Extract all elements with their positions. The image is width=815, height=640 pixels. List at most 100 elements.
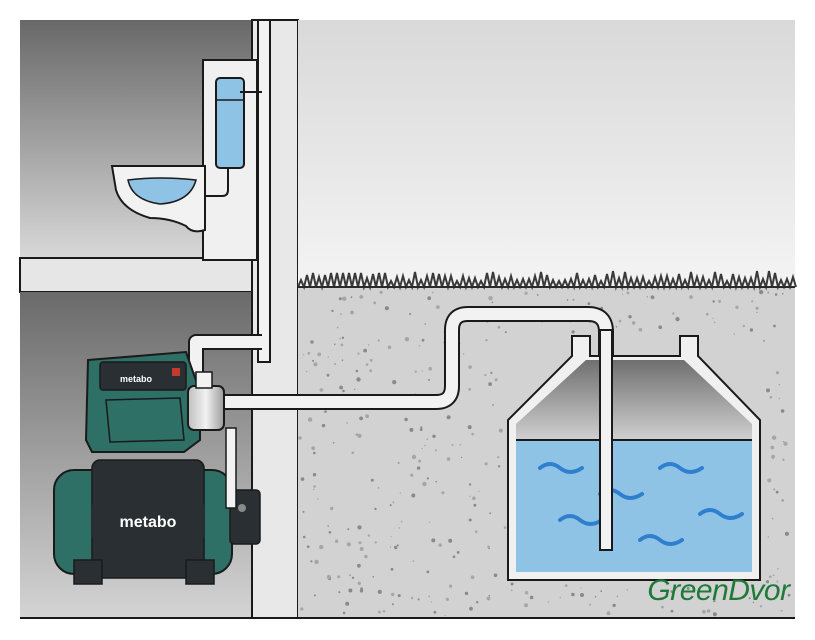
soil-speck [431, 291, 434, 294]
pump-head [187, 385, 225, 431]
soil-speck [422, 481, 427, 487]
soil-speck [774, 293, 778, 296]
soil-speck [759, 605, 763, 608]
soil-speck [334, 539, 339, 543]
soil-speck [484, 374, 487, 377]
soil-speck [369, 358, 373, 362]
soil-speck [426, 570, 430, 574]
greendvor-watermark: GreenDvor [647, 574, 790, 607]
soil-speck [547, 601, 550, 603]
soil-speck [493, 573, 498, 578]
soil-speck [435, 480, 438, 483]
soil-speck [524, 291, 528, 295]
soil-speck [421, 338, 425, 342]
soil-speck [310, 340, 314, 344]
soil-speck [767, 291, 770, 294]
soil-speck [464, 591, 469, 596]
soil-speck [472, 496, 476, 501]
soil-speck [340, 343, 344, 347]
soil-speck [346, 542, 351, 547]
soil-speck [431, 538, 436, 543]
soil-speck [390, 535, 392, 538]
soil-speck [311, 446, 316, 451]
soil-speck [702, 609, 706, 614]
soil-speck [378, 610, 381, 614]
soil-speck [783, 441, 788, 446]
soil-speck [498, 428, 503, 433]
vessel-badge [92, 502, 204, 540]
soil-speck [373, 301, 377, 305]
soil-speck [317, 352, 322, 357]
soil-speck [348, 588, 353, 593]
soil-speck [564, 584, 568, 587]
soil-speck [686, 586, 690, 590]
soil-speck [784, 531, 790, 536]
soil-speck [704, 583, 707, 586]
soil-speck [411, 454, 417, 460]
toilet-water [127, 177, 197, 205]
soil-speck [390, 567, 394, 571]
soil-speck [504, 331, 507, 334]
soil-speck [713, 599, 716, 603]
soil-speck [357, 563, 361, 568]
soil-speck [767, 478, 772, 483]
soil-speck [418, 459, 422, 463]
soil-speck [372, 575, 375, 578]
soil-speck [417, 598, 420, 601]
soil-speck [374, 541, 377, 544]
water-wave [638, 534, 684, 546]
soil-speck [712, 317, 714, 319]
soil-speck [771, 435, 777, 440]
soil-speck [772, 574, 775, 577]
soil-speck [780, 409, 785, 413]
soil-speck [748, 597, 751, 600]
water-wave [538, 462, 584, 474]
soil-speck [474, 530, 478, 533]
soil-speck [307, 351, 311, 355]
tank-air [516, 360, 752, 440]
soil-speck [337, 575, 341, 579]
soil-speck [426, 438, 429, 441]
soil-speck [658, 325, 662, 330]
soil-speck [339, 385, 343, 390]
soil-speck [391, 592, 395, 597]
soil-speck [781, 499, 785, 502]
soil-speck [419, 428, 423, 431]
soil-speck [571, 330, 575, 334]
soil-speck [689, 295, 693, 299]
soil-speck [589, 603, 591, 606]
soil-speck [396, 544, 399, 547]
soil-speck [370, 478, 374, 482]
soil-speck [452, 555, 456, 558]
soil-speck [497, 325, 501, 329]
soil-speck [363, 348, 367, 353]
water-wave [658, 462, 704, 474]
soil-speck [313, 594, 316, 597]
soil-speck [451, 444, 454, 446]
soil-speck [776, 580, 779, 583]
pump-brand: metabo [120, 374, 153, 384]
soil-speck [773, 324, 776, 328]
pump-unit: metabo metabo [53, 350, 261, 585]
soil-speck [330, 506, 334, 511]
soil-speck [354, 388, 356, 390]
soil-speck [334, 363, 336, 365]
soil-speck [559, 596, 561, 599]
soil-speck [488, 296, 493, 301]
soil-speck [340, 313, 342, 316]
soil-speck [536, 294, 539, 296]
soil-speck [468, 518, 472, 522]
soil-speck [594, 596, 597, 598]
soil-speck [357, 352, 360, 355]
soil-speck [497, 456, 500, 459]
soil-speck [778, 383, 781, 386]
soil-speck [387, 345, 392, 350]
soil-speck [529, 595, 534, 600]
soil-speck [326, 574, 331, 580]
soil-speck [490, 371, 493, 374]
soil-speck [749, 328, 754, 332]
soil-speck [317, 498, 319, 500]
soil-speck [751, 300, 754, 303]
water-wave [698, 508, 744, 520]
